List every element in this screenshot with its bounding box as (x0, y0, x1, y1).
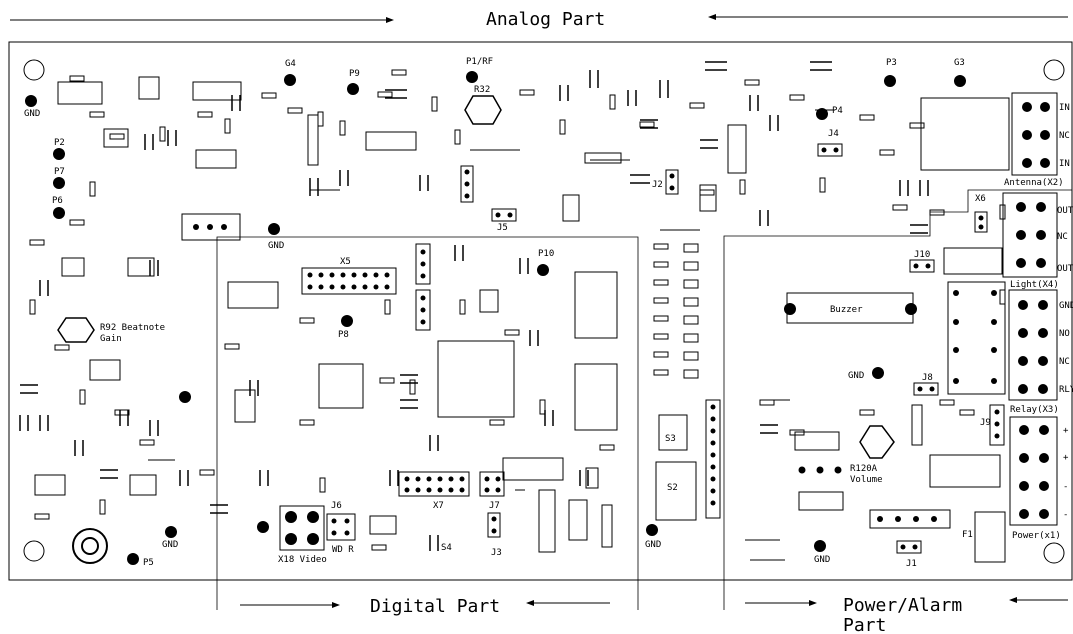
main-processor-chip (437, 340, 515, 418)
j3-label: J3 (491, 548, 502, 558)
j5-label: J5 (497, 223, 508, 233)
p1rf-label: P1/RF (466, 57, 493, 67)
light-pin-4: RLY (1059, 385, 1073, 395)
p7-label: P7 (54, 167, 65, 177)
gnd-label-power-bottom: GND (814, 555, 830, 565)
antenna-pin-2: NC (1059, 131, 1070, 141)
antenna-pin-1: IN (1059, 103, 1070, 113)
x3-pin-2: NC (1057, 232, 1068, 242)
x7-label: X7 (433, 501, 444, 511)
s2-label: S2 (667, 483, 678, 493)
p10-label: P10 (538, 249, 554, 259)
gnd-label-left: GND (24, 109, 40, 119)
x5-header (301, 267, 397, 295)
j8-label: J8 (922, 373, 933, 383)
board-outline (8, 41, 1073, 581)
capacitor-symbols (19, 61, 929, 551)
g3-label: G3 (954, 58, 965, 68)
power-title: Power(x1) (1012, 531, 1061, 541)
ic-packages (34, 76, 1010, 553)
s3-label: S3 (665, 434, 676, 444)
x18-label: X18 Video (278, 555, 327, 565)
power-alarm-label-line2: Part (843, 615, 886, 634)
antenna-relay-outline (920, 97, 1010, 171)
antenna-title: Antenna(X2) (1004, 178, 1064, 188)
mounting-holes (23, 59, 1065, 564)
p8-label: P8 (338, 330, 349, 340)
traces (148, 109, 835, 561)
j4-label: J4 (828, 129, 839, 139)
power-diodes (794, 431, 1006, 563)
digital-part-label: Digital Part (370, 596, 500, 617)
r120a-pot (859, 425, 895, 459)
buzzer-component (784, 292, 917, 324)
r120a-label-line2: Volume (850, 475, 883, 485)
power-alarm-label-line1: Power/Alarm (843, 595, 962, 616)
j9-label: J9 (980, 418, 991, 428)
gnd-label-digital: GND (645, 540, 661, 550)
r120a-label-line1: R120A (850, 464, 878, 474)
p2-label: P2 (54, 138, 65, 148)
light-pin-2: NO (1059, 329, 1070, 339)
potentiometers (57, 95, 895, 459)
gnd-label-bottom: GND (162, 540, 178, 550)
f1-label: F1 (962, 530, 973, 540)
speaker-grill (72, 528, 108, 564)
relay-title: Relay(X3) (1010, 405, 1059, 415)
x3-pin-1: OUT (1057, 206, 1073, 216)
j10-label: J10 (914, 250, 930, 260)
p3-label: P3 (886, 58, 897, 68)
power-pin-1: + (1063, 426, 1069, 436)
x5-label: X5 (340, 257, 351, 267)
antenna-pin-3: IN (1059, 159, 1070, 169)
g4-label: G4 (285, 59, 296, 69)
j1-label: J1 (906, 559, 917, 569)
j7-label: J7 (489, 501, 500, 511)
x6-label: X6 (975, 194, 986, 204)
gnd-label-mid: GND (268, 241, 284, 251)
p9-label: P9 (349, 69, 360, 79)
r92-label-line2: Gain (100, 334, 122, 344)
power-pin-3: - (1063, 482, 1068, 492)
j6-label: J6 (331, 501, 342, 511)
j2-label: J2 (652, 180, 663, 190)
test-points (25, 71, 966, 565)
analog-part-label: Analog Part (486, 9, 605, 30)
light-title: Light(X4) (1010, 280, 1059, 290)
buzzer-label: Buzzer (830, 305, 863, 315)
light-relay-outline (947, 281, 1006, 395)
passive-components (29, 69, 1006, 551)
pin-headers (181, 92, 1058, 554)
s4-label: S4 (441, 543, 452, 553)
light-pin-3: NC (1059, 357, 1070, 367)
p4-label: P4 (832, 106, 843, 116)
power-alarm-footer: Power/Alarm Part (745, 595, 1068, 634)
power-pin-2: + (1063, 453, 1069, 463)
x3-pin-3: OUT (1057, 264, 1073, 274)
connector-labels: IN NC IN Antenna(X2) OUT NC OUT Light(X4… (1004, 103, 1073, 541)
r92-pot (57, 317, 95, 343)
p6-label: P6 (52, 196, 63, 206)
p5-label: P5 (143, 558, 154, 568)
vertical-header-digital (705, 399, 721, 519)
component-labels: GND P2 P7 P6 G4 P9 P1/RF R32 P3 G3 P4 J4… (24, 57, 991, 569)
ic-chip-left (318, 363, 364, 409)
x7-header (398, 471, 470, 497)
r32-label: R32 (474, 85, 490, 95)
r32-pot (464, 95, 502, 125)
light-pin-1: GND (1059, 301, 1073, 311)
power-pin-4: - (1063, 510, 1068, 520)
r92-label-line1: R92 Beatnote (100, 323, 165, 333)
analog-part-header: Analog Part (10, 9, 1068, 30)
gnd-label-power: GND (848, 371, 864, 381)
digital-part-footer: Digital Part (240, 596, 610, 617)
wdr-label: WD R (332, 545, 354, 555)
